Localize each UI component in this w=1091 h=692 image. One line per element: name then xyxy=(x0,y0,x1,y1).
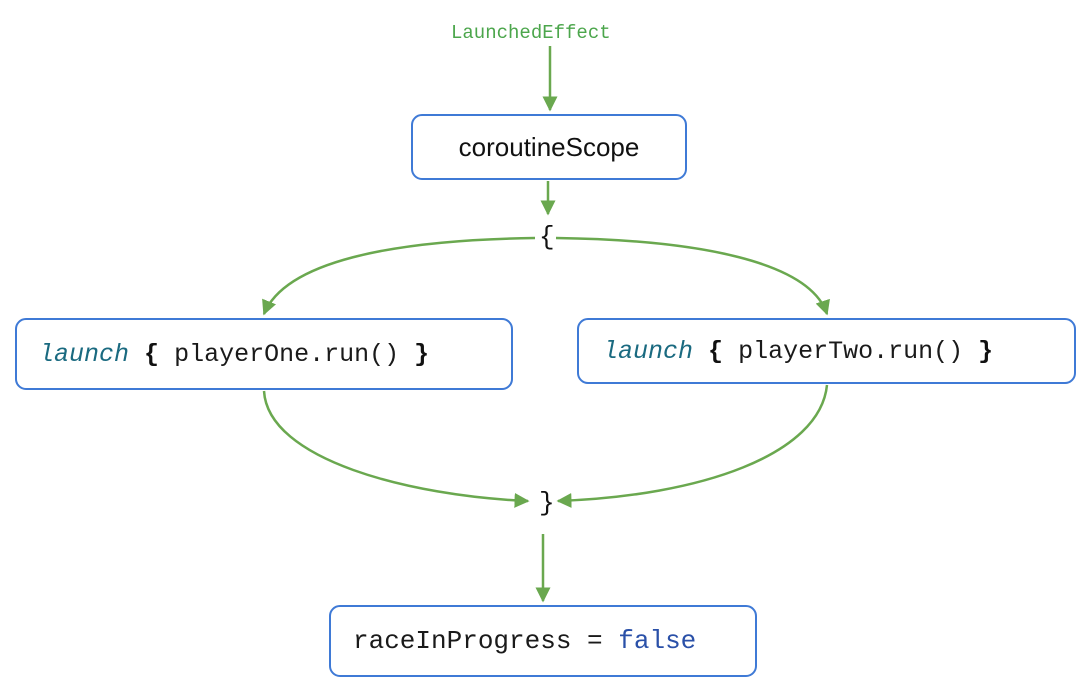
launched-effect-label: LaunchedEffect xyxy=(451,22,611,44)
arrow-launch-one-to-close-brace xyxy=(262,390,530,508)
race-in-progress-node: raceInProgress = false xyxy=(329,605,757,677)
launch-open-brace: { xyxy=(144,339,160,369)
race-in-progress-variable: raceInProgress xyxy=(353,626,572,656)
player-two-run-call: playerTwo.run() xyxy=(738,336,964,366)
launch-player-one-node: launch { playerOne.run() } xyxy=(15,318,513,390)
coroutine-scope-label: coroutineScope xyxy=(458,131,640,162)
launch-player-two-node: launch { playerTwo.run() } xyxy=(577,318,1076,384)
launch-open-brace: { xyxy=(708,336,724,366)
open-brace: { xyxy=(539,222,555,252)
coroutine-scope-node: coroutineScope xyxy=(411,114,687,180)
close-brace: } xyxy=(539,488,555,518)
arrow-open-brace-to-launch-one xyxy=(262,236,536,316)
assignment-operator: = xyxy=(587,626,603,656)
arrow-launch-two-to-close-brace xyxy=(556,384,829,509)
launch-close-brace: } xyxy=(978,336,994,366)
launch-close-brace: } xyxy=(414,339,430,369)
player-one-run-call: playerOne.run() xyxy=(174,339,400,369)
launch-keyword: launch xyxy=(39,339,130,369)
arrow-open-brace-to-launch-two xyxy=(555,236,830,316)
false-literal: false xyxy=(618,626,697,656)
launch-keyword: launch xyxy=(603,336,694,366)
